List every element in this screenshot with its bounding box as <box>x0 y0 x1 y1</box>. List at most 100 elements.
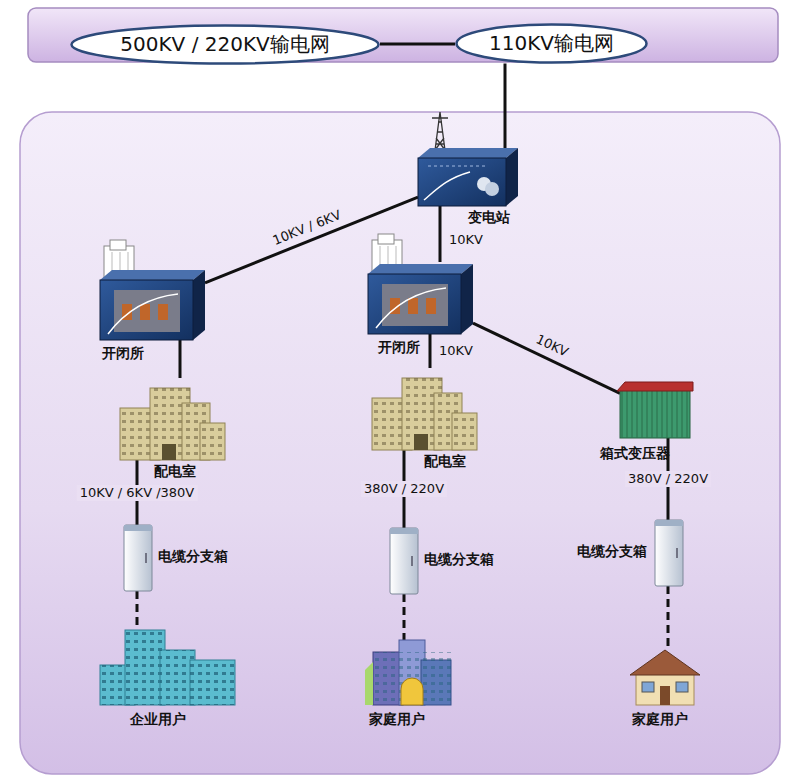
node-label: 变电站 <box>468 208 510 226</box>
drawing-part <box>193 270 205 340</box>
drawing-part <box>114 290 180 332</box>
drawing-part <box>158 304 168 320</box>
grid-label: 500KV / 220KV输电网 <box>120 31 329 58</box>
drawing-part <box>200 423 225 460</box>
drawing-part <box>200 423 225 460</box>
drawing-part <box>365 662 373 705</box>
power-line <box>429 334 432 368</box>
drawing-part <box>452 413 477 450</box>
facility-node: 企业用户 <box>100 630 235 705</box>
city-region <box>20 112 780 774</box>
drawing-part <box>72 25 379 63</box>
grid-label: 110KV输电网 <box>489 30 614 57</box>
grid-ellipse: 110KV输电网 <box>455 23 648 64</box>
facility-icon <box>124 525 152 591</box>
drawing-part <box>100 280 193 340</box>
drawing-part <box>390 528 418 534</box>
facility-icon <box>365 640 455 705</box>
facility-icon <box>368 262 473 334</box>
power-line <box>439 206 442 262</box>
facility-icon <box>390 528 418 594</box>
drawing-part <box>418 148 518 158</box>
dashed-feeder <box>403 594 406 640</box>
power-line <box>179 340 182 378</box>
facility-icon <box>655 520 683 586</box>
drawing-part <box>620 390 690 438</box>
drawing-part <box>162 444 176 460</box>
dashed-feeder <box>667 586 670 650</box>
node-label: 企业用户 <box>130 710 186 728</box>
node-label: 开闭所 <box>102 344 144 362</box>
drawing-part <box>124 525 152 531</box>
drawing-part <box>401 678 423 705</box>
grid-ellipse: 500KV / 220KV输电网 <box>70 24 380 65</box>
dashed-feeder <box>136 591 139 630</box>
drawing-part <box>378 234 394 244</box>
drawing-part <box>368 274 461 334</box>
drawing-part <box>373 652 451 705</box>
voltage-label: 10KV <box>436 343 476 359</box>
drawing-part <box>676 548 678 558</box>
drawing-part <box>506 148 518 206</box>
power-line <box>380 43 455 46</box>
drawing-part <box>461 264 473 334</box>
facility-node: 箱式变压器 <box>620 382 690 438</box>
drawing-part <box>100 270 205 280</box>
drawing-part <box>655 520 683 526</box>
power-line <box>504 64 507 149</box>
voltage-label: 10KV <box>446 232 486 248</box>
drawing-part <box>411 556 413 566</box>
facility-node: 电缆分支箱 <box>655 520 683 586</box>
drawing-part <box>108 294 178 334</box>
voltage-label: 380V / 220V <box>361 481 447 497</box>
drawing-part <box>630 650 700 675</box>
drawing-part <box>660 686 670 705</box>
drawing-part <box>620 390 690 438</box>
facility-node: 变电站 <box>418 148 518 206</box>
drawing-part <box>418 158 506 206</box>
node-label: 电缆分支箱 <box>424 550 494 568</box>
node-label: 家庭用户 <box>632 710 688 728</box>
facility-icon <box>630 650 700 705</box>
voltage-label: 380V / 220V <box>625 471 711 487</box>
facility-icon <box>418 148 518 206</box>
voltage-label: 10KV / 6KV /380V <box>77 485 198 501</box>
node-label: 电缆分支箱 <box>577 542 647 560</box>
drawing-part <box>428 166 488 167</box>
facility-icon <box>620 382 690 438</box>
drawing-part <box>676 682 688 692</box>
facility-node: 家庭用户 <box>630 650 700 705</box>
drawing-part <box>190 660 235 705</box>
drawing-part <box>642 682 654 692</box>
facility-icon <box>372 368 477 450</box>
drawing-part <box>110 240 126 250</box>
top-band <box>28 8 778 62</box>
drawing-part <box>382 284 448 326</box>
facility-icon <box>120 378 225 460</box>
facility-icon <box>100 630 235 705</box>
facility-icon <box>100 268 205 340</box>
drawing-part <box>485 182 499 196</box>
drawing-part <box>424 172 470 200</box>
power-line <box>473 323 620 393</box>
drawing-part <box>408 298 418 314</box>
drawing-part <box>655 520 683 586</box>
drawing-part <box>368 264 473 274</box>
drawing-part <box>376 288 446 328</box>
drawing-part <box>452 413 477 450</box>
facility-node: 配电室 <box>120 378 225 460</box>
facility-node: 开闭所 <box>368 262 473 334</box>
node-label: 配电室 <box>424 452 466 470</box>
drawing-part <box>426 298 436 314</box>
drawing-part <box>124 525 152 591</box>
drawing-part <box>140 304 150 320</box>
drawing-part <box>145 553 147 563</box>
drawing-part <box>414 434 428 450</box>
facility-node: 配电室 <box>372 368 477 450</box>
drawing-part <box>190 660 235 705</box>
node-label: 开闭所 <box>378 338 420 356</box>
drawing-part <box>457 24 647 62</box>
node-label: 电缆分支箱 <box>158 547 228 565</box>
drawing-part <box>125 630 165 705</box>
